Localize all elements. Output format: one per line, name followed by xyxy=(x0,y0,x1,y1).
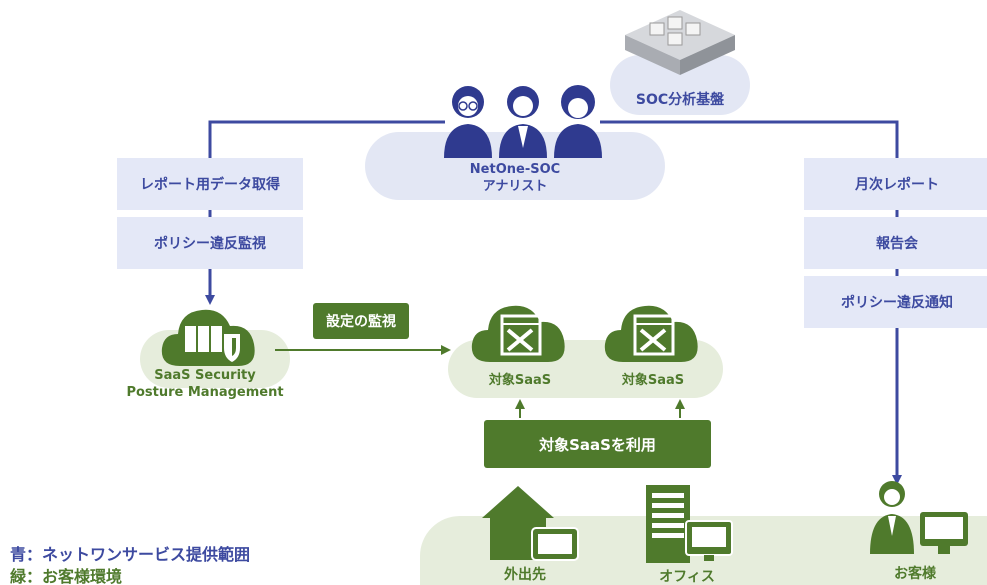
building-monitor-icon xyxy=(646,485,733,563)
legend-green: 緑：お客様環境 xyxy=(10,567,123,585)
legend-blue: 青：ネットワンサービス提供範囲 xyxy=(10,545,251,564)
location-label-out: 外出先 xyxy=(504,567,546,583)
sspm-line1: SaaS Security xyxy=(154,368,256,383)
cloud-server-shield-icon xyxy=(161,309,255,366)
left-flow-line xyxy=(205,120,445,305)
location-label-customer: お客様 xyxy=(894,566,936,582)
right-flow-line xyxy=(600,120,902,485)
person-monitor-icon xyxy=(870,481,968,554)
step-policy-notify: ポリシー違反通知 xyxy=(804,276,987,328)
step-report-data: レポート用データ取得 xyxy=(117,158,303,210)
use-saas-bar: 対象SaaSを利用 xyxy=(484,420,711,468)
soc-platform-label: SOC分析基盤 xyxy=(635,92,725,108)
step-meeting: 報告会 xyxy=(804,217,987,269)
analyst-name: NetOne-SOC xyxy=(469,162,561,177)
house-tablet-icon xyxy=(482,486,579,561)
sspm-line2: Posture Management xyxy=(126,385,284,400)
server-appliance-icon xyxy=(625,10,735,75)
people-group-icon xyxy=(444,85,602,158)
monitor-label: 設定の監視 xyxy=(313,303,409,339)
cloud-tools-window-icon xyxy=(604,305,698,362)
location-label-office: オフィス xyxy=(659,569,715,585)
saas-label-2: 対象SaaS xyxy=(621,373,685,388)
step-policy-monitor: ポリシー違反監視 xyxy=(117,217,303,269)
cloud-tools-window-icon xyxy=(471,305,565,362)
saas-label-1: 対象SaaS xyxy=(488,373,552,388)
step-monthly-report: 月次レポート xyxy=(804,158,987,210)
analyst-role: アナリスト xyxy=(482,179,548,194)
